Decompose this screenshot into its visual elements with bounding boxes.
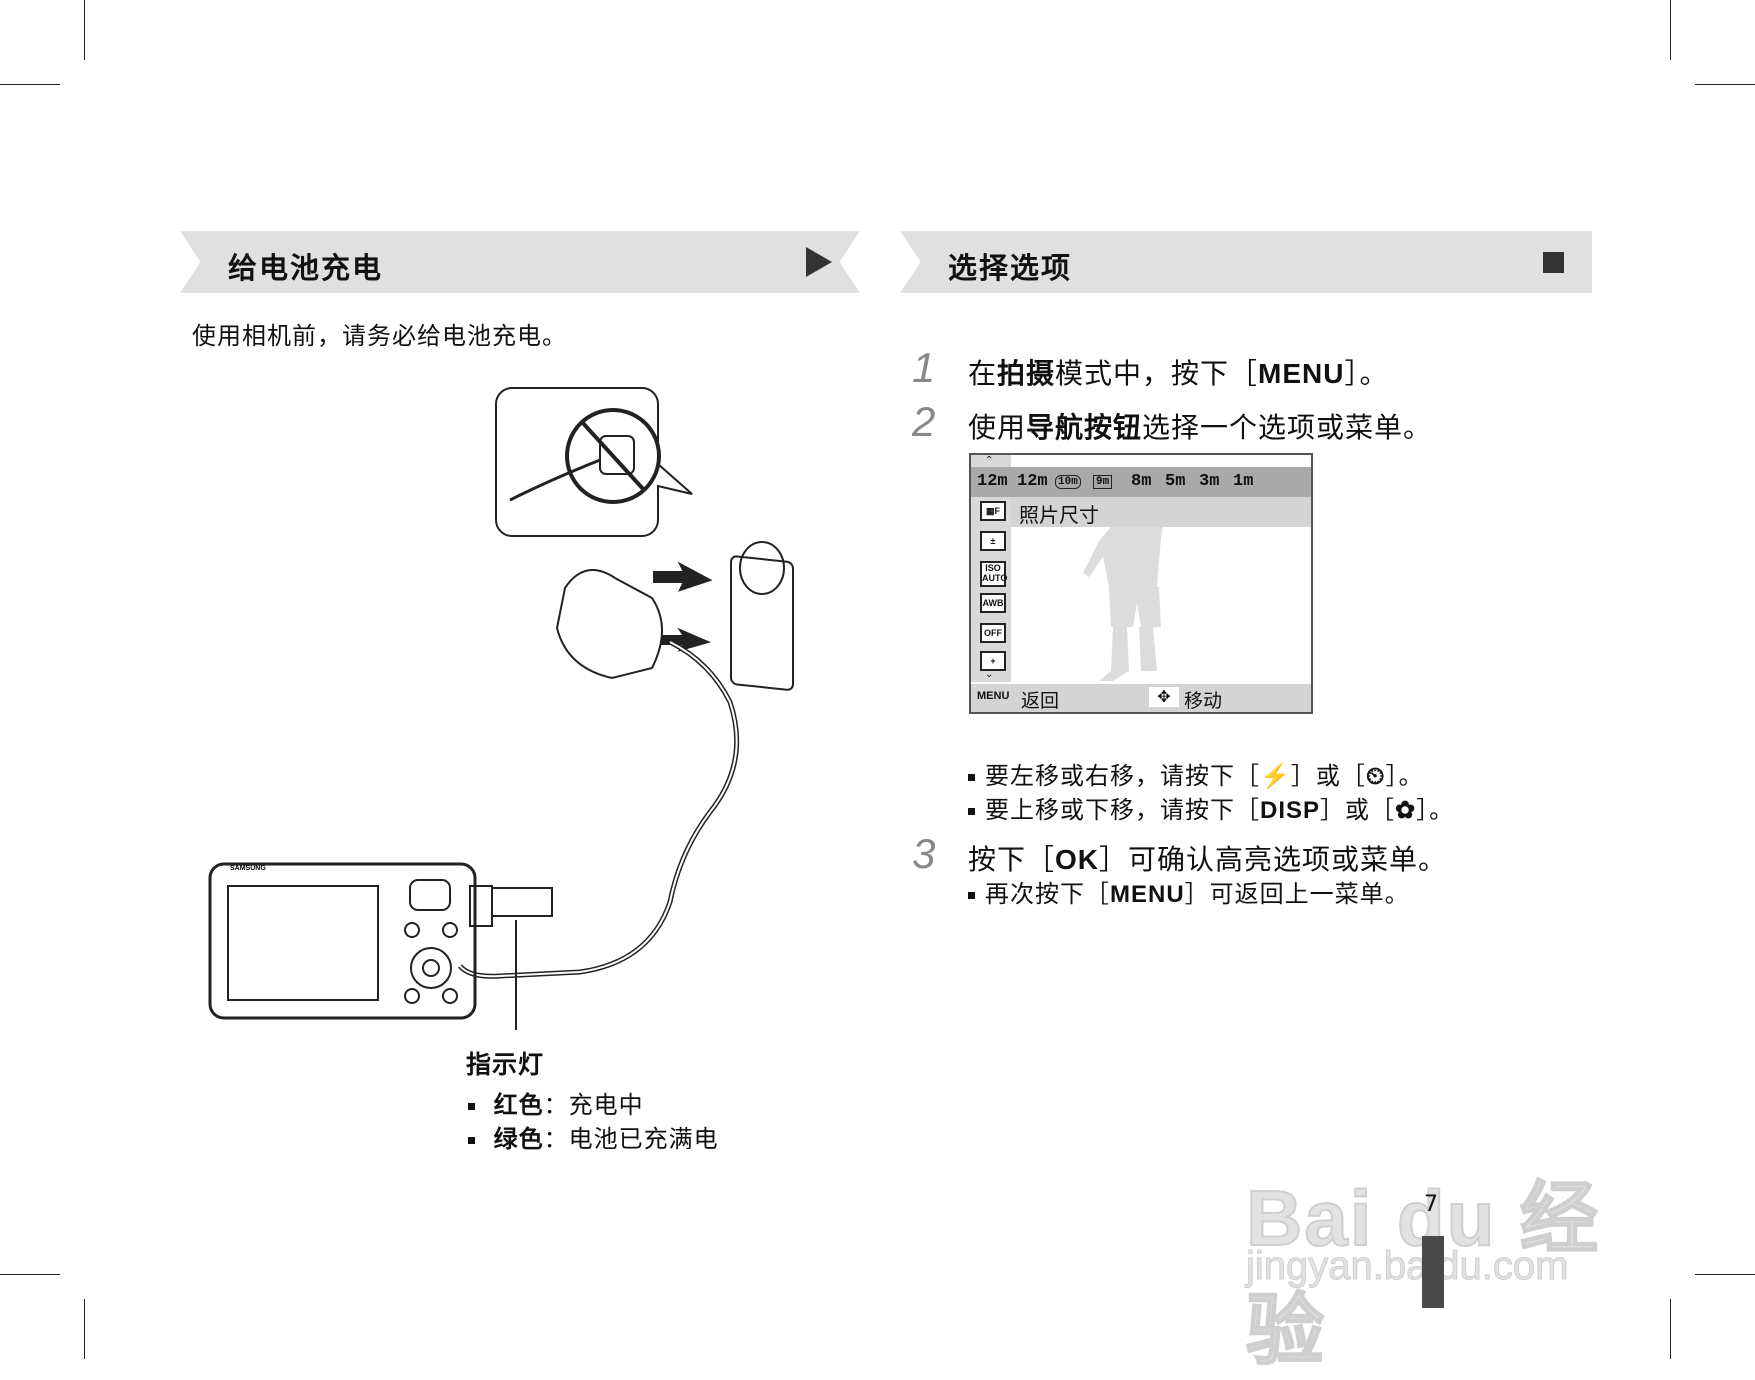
crop-mark xyxy=(0,1274,60,1275)
bullet-dot xyxy=(468,1102,475,1110)
navigation-icon: ✥ xyxy=(1149,687,1179,707)
crop-mark xyxy=(1670,0,1671,60)
back-label: 返回 xyxy=(1021,690,1060,712)
page-number: 7 xyxy=(1424,1192,1438,1217)
indicator-title: 指示灯 xyxy=(466,1050,545,1079)
arrow-right-icon xyxy=(806,247,832,277)
step-3-text: 按下［OK］可确认高亮选项或菜单。 xyxy=(968,838,1447,878)
bullet-dot xyxy=(968,773,975,781)
size-options-bar xyxy=(1011,467,1311,497)
bullet-text: ］或［ xyxy=(1320,796,1396,824)
iso-icon[interactable]: ISO AUTO xyxy=(980,561,1007,587)
disp-key: DISP xyxy=(1260,797,1321,824)
indicator-item-green: 绿色：电池已充满电 xyxy=(468,1119,719,1154)
indicator-item-red: 红色：充电中 xyxy=(468,1085,644,1120)
move-label: 移动 xyxy=(1184,690,1223,712)
bullet-up-down: 要上移或下移，请按下［DISP］或［✿］。 xyxy=(968,790,1454,825)
section-title: 选择选项 xyxy=(948,251,1073,285)
bullet-dot xyxy=(468,1136,475,1144)
section-header-options: 选择选项 xyxy=(900,231,1592,293)
step-text: ］可确认高亮选项或菜单。 xyxy=(1099,843,1448,876)
size-option[interactable]: 8m xyxy=(1131,472,1152,491)
menu-key: MENU xyxy=(1258,358,1345,389)
baidu-watermark: Bai du 经验 jingyan.baidu.com xyxy=(1245,1096,1646,1375)
bullet-dot xyxy=(968,807,975,815)
bullet-return: 再次按下［MENU］可返回上一菜单。 xyxy=(968,874,1410,909)
watermark-url: jingyan.baidu.com xyxy=(1245,1244,1569,1289)
bullet-left-right: 要左移或右移，请按下［⚡］或［⏲］。 xyxy=(968,756,1424,791)
menu-key-label: MENU xyxy=(977,690,1010,702)
chevron-up-icon: ⌃ xyxy=(985,455,994,466)
photo-size-icon[interactable]: ▦F xyxy=(980,501,1006,521)
bullet-text: 再次按下［ xyxy=(985,880,1110,908)
bullet-text: 要上移或下移，请按下［ xyxy=(985,796,1260,824)
bullet-dot xyxy=(968,891,975,899)
white-balance-icon[interactable]: AWB xyxy=(980,593,1006,613)
step-text: 按下［ xyxy=(968,843,1056,876)
step-2-text: 使用导航按钮选择一个选项或菜单。 xyxy=(968,406,1432,446)
flash-key-icon: ⚡ xyxy=(1260,763,1291,790)
step-text: ］。 xyxy=(1344,357,1389,390)
step-text: 使用 xyxy=(968,411,1027,444)
crop-mark xyxy=(84,0,85,60)
camera-menu-screen: ⌃ 12m 12m 10m 9m 8m 5m 3m 1m ▦F ± ISO AU… xyxy=(969,453,1313,714)
indicator-label: 绿色 xyxy=(493,1125,544,1153)
face-detect-icon[interactable]: OFF xyxy=(980,623,1006,643)
chevron-down-icon: ⌄ xyxy=(985,669,994,680)
indicator-label: 红色 xyxy=(493,1091,544,1119)
size-option[interactable]: 3m xyxy=(1199,472,1220,491)
ok-key: OK xyxy=(1055,844,1100,875)
page-tab-marker xyxy=(1422,1236,1444,1308)
size-option[interactable]: 5m xyxy=(1165,472,1186,491)
step-number: 2 xyxy=(912,398,936,445)
size-option[interactable]: 9m xyxy=(1093,475,1113,489)
charging-illustration: SAMSUNG xyxy=(208,387,794,1030)
section-title: 给电池充电 xyxy=(228,251,384,285)
bullet-text: ］或［ xyxy=(1290,762,1366,790)
indicator-sep: ： xyxy=(543,1091,569,1119)
step-text: 选择一个选项或菜单。 xyxy=(1142,411,1433,444)
step-1-text: 在拍摄模式中，按下［MENU］。 xyxy=(968,352,1389,392)
step-bold: 拍摄 xyxy=(997,357,1056,390)
size-option[interactable]: 10m xyxy=(1055,475,1081,489)
step-bold: 导航按钮 xyxy=(1026,411,1143,444)
crop-mark xyxy=(1670,1299,1671,1359)
intro-text: 使用相机前，请务必给电池充电。 xyxy=(192,322,567,350)
timer-key-icon: ⏲ xyxy=(1365,763,1386,790)
step-number: 3 xyxy=(912,830,936,877)
step-number: 1 xyxy=(912,344,936,391)
macro-key-icon: ✿ xyxy=(1395,797,1417,824)
crop-mark xyxy=(0,84,60,85)
crop-mark xyxy=(1695,1274,1755,1275)
focus-area-icon[interactable]: + xyxy=(980,651,1006,671)
label-row xyxy=(1011,497,1311,527)
bullet-text: ］可返回上一菜单。 xyxy=(1184,880,1410,908)
indicator-text: 充电中 xyxy=(568,1091,644,1119)
size-option[interactable]: 12m xyxy=(977,472,1008,491)
size-option[interactable]: 1m xyxy=(1233,472,1254,491)
indicator-sep: ： xyxy=(543,1125,569,1153)
crop-mark xyxy=(84,1299,85,1359)
bullet-text: 要左移或右移，请按下［ xyxy=(985,762,1260,790)
camera-brand: SAMSUNG xyxy=(230,865,266,872)
bullet-text: ］。 xyxy=(1416,796,1455,824)
menu-key: MENU xyxy=(1110,881,1185,908)
size-option[interactable]: 12m xyxy=(1017,472,1048,491)
exposure-icon[interactable]: ± xyxy=(980,531,1006,551)
screen-bottom-bar: MENU 返回 ✥ 移动 xyxy=(971,684,1311,712)
step-text: 模式中，按下［ xyxy=(1055,357,1259,390)
bullet-text: ］。 xyxy=(1385,762,1424,790)
crop-mark xyxy=(1695,84,1755,85)
sidebar-selected xyxy=(971,467,1011,497)
photo-size-label: 照片尺寸 xyxy=(1019,503,1099,527)
section-header-charging: 给电池充电 xyxy=(180,231,860,293)
end-square-icon xyxy=(1543,252,1564,273)
step-text: 在 xyxy=(968,357,998,390)
indicator-text: 电池已充满电 xyxy=(568,1125,719,1153)
